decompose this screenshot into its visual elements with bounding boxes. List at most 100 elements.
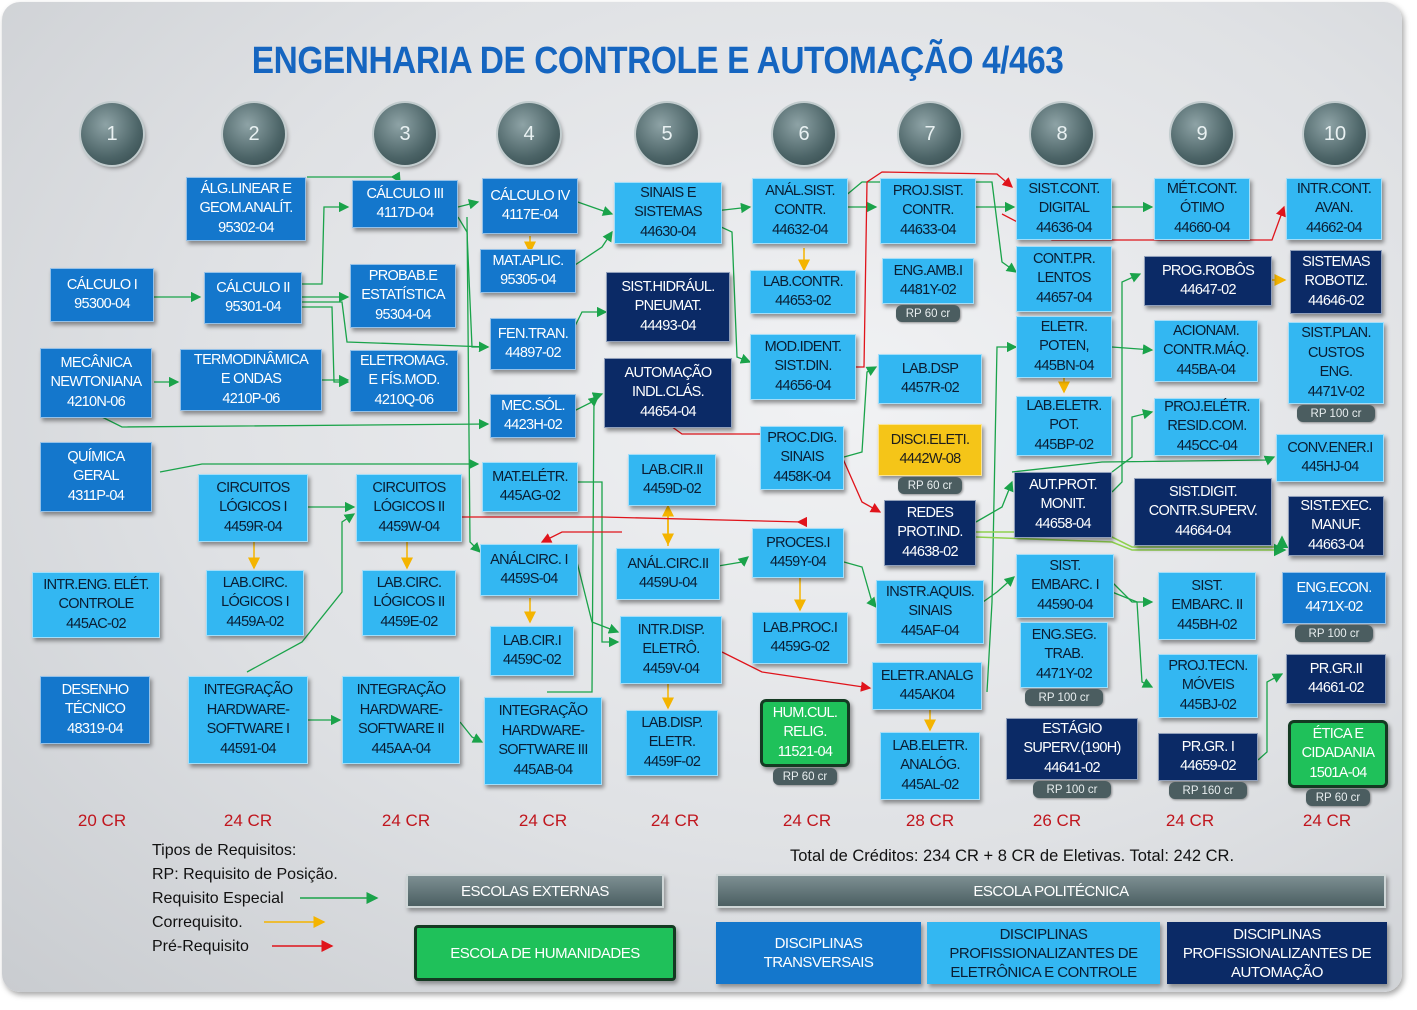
course-disceleti[interactable]: DISCI.ELETI. 4442W-08 [878,424,982,476]
legend-rp: RP: Requisito de Posição. [152,866,338,883]
arrow-eletranalg-eletrpot [986,341,1018,693]
course-labcirc2[interactable]: LAB.CIRC. LÓGICOS II 4459E-02 [362,570,456,636]
course-acionam[interactable]: ACIONAM. CONTR.MÁQ. 445BA-04 [1154,320,1258,382]
course-procdig[interactable]: PROC.DIG. SINAIS 4458K-04 [760,426,844,490]
course-intreng[interactable]: INTR.ENG. ELÉT. CONTROLE 445AC-02 [32,572,160,638]
course-prgr1[interactable]: PR.GR. I 44659-02 [1158,733,1258,781]
course-labproc[interactable]: LAB.PROC.I 4459G-02 [752,612,848,664]
course-instr[interactable]: INSTR.AQUIS. SINAIS 445AF-04 [876,580,984,644]
course-labcirc1[interactable]: LAB.CIRC. LÓGICOS I 4459A-02 [206,570,304,636]
course-circ1[interactable]: CIRCUITOS LÓGICOS I 4459R-04 [198,474,308,542]
course-eletranalg[interactable]: ELETR.ANALG 445AK04 [872,662,982,710]
course-analcirc1[interactable]: ANÁLCIRC. I 4459S-04 [480,544,578,596]
course-intrcont[interactable]: INTR.CONT. AVAN. 44662-04 [1286,178,1382,240]
rp-badge-humcul: RP 60 cr [773,768,837,785]
course-sistdigit[interactable]: SIST.DIGIT. CONTR.SUPERV. 44664-04 [1134,478,1272,546]
course-sistexec[interactable]: SIST.EXEC. MANUF. 44663-04 [1288,496,1384,556]
arrow-redes-autprot [975,480,1014,523]
semester-circle-2: 2 [223,103,285,165]
course-procesi[interactable]: PROCES.I 4459Y-04 [752,528,844,578]
course-automacao[interactable]: AUTOMAÇÃO INDL.CLÁS. 44654-04 [604,358,732,428]
course-projtecn[interactable]: PROJ.TECN. MÓVEIS 445BJ-02 [1158,654,1258,718]
course-eletromag[interactable]: ELETROMAG. E FÍS.MOD. 4210Q-06 [350,350,458,412]
course-sistcont[interactable]: SIST.CONT. DIGITAL 44636-04 [1016,178,1112,240]
course-autprot[interactable]: AUT.PROT. MONIT. 44658-04 [1014,472,1112,538]
course-engecon[interactable]: ENG.ECON. 4471X-02 [1282,572,1386,624]
course-labeletran[interactable]: LAB.ELETR. ANALÓG. 445AL-02 [880,732,980,800]
semester-circle-5: 5 [636,103,698,165]
course-humcul[interactable]: HUM.CUL. RELIG. 11521-04 [760,699,850,767]
semester-credits-6: 24 CR [782,811,832,830]
course-eletrpot[interactable]: ELETR. POTEN, 445BN-04 [1016,316,1112,378]
semester-circle-3: 3 [374,103,436,165]
course-progrob[interactable]: PROG.ROBÔS 44647-02 [1144,256,1272,306]
course-modident[interactable]: MOD.IDENT. SIST.DIN. 44656-04 [750,334,856,400]
course-sinais[interactable]: SINAIS E SISTEMAS 44630-04 [614,182,722,244]
course-labcir1[interactable]: LAB.CIR.I 4459C-02 [490,626,574,676]
course-analcirc2[interactable]: ANÁL.CIRC.II 4459U-04 [616,548,720,600]
rp-badge-prgr1: RP 160 cr [1169,782,1247,799]
course-metcont[interactable]: MÉT.CONT. ÓTIMO 44660-04 [1154,178,1250,240]
course-labdisp[interactable]: LAB.DISP. ELETR. 4459F-02 [626,710,718,776]
course-calc3[interactable]: CÁLCULO III 4117D-04 [352,180,458,228]
course-ihs2[interactable]: INTEGRAÇÃO HARDWARE- SOFTWARE II 445AA-0… [342,676,460,764]
semester-circle-8: 8 [1031,103,1093,165]
course-sistemb2[interactable]: SIST. EMBARC. II 445BH-02 [1158,572,1256,640]
rp-badge-disceleti: RP 60 cr [898,477,962,494]
course-intrdisp[interactable]: INTR.DISP. ELETRÔ. 4459V-04 [620,616,722,684]
course-engamb[interactable]: ENG.AMB.I 4481Y-02 [882,258,974,304]
course-probab[interactable]: PROBAB.E ESTATÍSTICA 95304-04 [350,264,456,328]
course-labdsp[interactable]: LAB.DSP 4457R-02 [878,354,982,404]
course-analsist[interactable]: ANÁL.SIST. CONTR. 44632-04 [752,178,848,244]
course-contpr[interactable]: CONT.PR. LENTOS 44657-04 [1016,246,1112,312]
arrow-autprot-convener [1011,455,1276,473]
course-sistplan[interactable]: SIST.PLAN. CUSTOS ENG. 4471V-02 [1288,322,1384,404]
legend-prerequisito: Pré-Requisito [152,938,249,955]
arrow-calc4-analcirc1 [466,216,481,553]
course-labcontr[interactable]: LAB.CONTR. 44653-02 [750,270,856,314]
course-mateletr[interactable]: MAT.ELÉTR. 445AG-02 [482,462,578,512]
rp-badge-etica: RP 60 cr [1306,789,1370,806]
arrow-circ2-procesi [460,516,808,528]
course-redes[interactable]: REDES PROT.IND. 44638-02 [884,500,976,566]
course-ihs1[interactable]: INTEGRAÇÃO HARDWARE- SOFTWARE I 44591-04 [188,676,308,764]
course-alglin[interactable]: ÁLG.LINEAR E GEOM.ANALÍT. 95302-04 [186,177,306,241]
arrow-quimica-mateletr [159,458,480,473]
semester-credits-9: 24 CR [1165,811,1215,830]
total-credits: Total de Créditos: 234 CR + 8 CR de Elet… [790,847,1235,865]
course-prgr2[interactable]: PR.GR.II 44661-02 [1286,654,1386,704]
course-sistemb1[interactable]: SIST. EMBARC. I 44590-04 [1016,554,1114,618]
semester-credits-8: 26 CR [1032,811,1082,830]
course-ihs3[interactable]: INTEGRAÇÃO HARDWARE- SOFTWARE III 445AB-… [484,697,602,785]
semester-credits-3: 24 CR [381,811,431,830]
arrow-eletrpot-projeletr [1111,409,1154,473]
course-calc2[interactable]: CÁLCULO II 95301-04 [204,272,302,324]
course-labeletrpot[interactable]: LAB.ELETR. POT. 445BP-02 [1016,396,1112,456]
course-etica[interactable]: ÉTICA E CIDADANIA 1501A-04 [1288,720,1388,788]
course-termo[interactable]: TERMODINÂMICA E ONDAS 4210P-06 [180,349,322,411]
course-projsist[interactable]: PROJ.SIST. CONTR. 44633-04 [880,178,976,244]
course-engseg[interactable]: ENG.SEG. TRAB. 4471Y-02 [1020,622,1108,688]
course-quimica[interactable]: QUÍMICA GERAL 4311P-04 [40,442,152,512]
arrow-fentran-hidraul [571,306,608,333]
course-projeletr[interactable]: PROJ.ELÉTR. RESID.COM. 445CC-04 [1154,398,1260,456]
course-estagio[interactable]: ESTÁGIO SUPERV.(190H) 44641-02 [1006,718,1138,780]
course-sistrob[interactable]: SISTEMAS ROBOTIZ. 44646-02 [1290,250,1382,314]
course-mecsol[interactable]: MEC.SÓL. 4423H-02 [490,394,576,438]
course-circ2[interactable]: CIRCUITOS LÓGICOS II 4459W-04 [356,474,462,542]
course-convener[interactable]: CONV.ENER.I 445HJ-04 [1276,434,1384,482]
course-labcir2[interactable]: LAB.CIR.II 4459D-02 [628,454,716,506]
course-fentran[interactable]: FEN.TRAN. 44897-02 [490,318,576,370]
course-desenho[interactable]: DESENHO TÉCNICO 48319-04 [40,676,150,744]
curriculum-board: ENGENHARIA DE CONTROLE E AUTOMAÇÃO 4/463… [2,2,1402,992]
course-mataplic[interactable]: MAT.APLIC. 95305-04 [480,249,576,293]
course-calc1[interactable]: CÁLCULO I 95300-04 [50,268,154,322]
arrow-mateletr-intrdisp [577,481,620,648]
course-mecanica[interactable]: MECÂNICA NEWTONIANA 4210N-06 [40,348,152,418]
course-hidraul[interactable]: SIST.HIDRÁUL. PNEUMAT. 44493-04 [606,272,730,342]
course-calc4[interactable]: CÁLCULO IV 4117E-04 [482,178,578,234]
semester-circle-4: 4 [498,103,560,165]
semester-credits-10: 24 CR [1302,811,1352,830]
arrow-calc3-calc4 [457,199,480,210]
page-title: ENGENHARIA DE CONTROLE E AUTOMAÇÃO 4/463 [251,40,1064,82]
